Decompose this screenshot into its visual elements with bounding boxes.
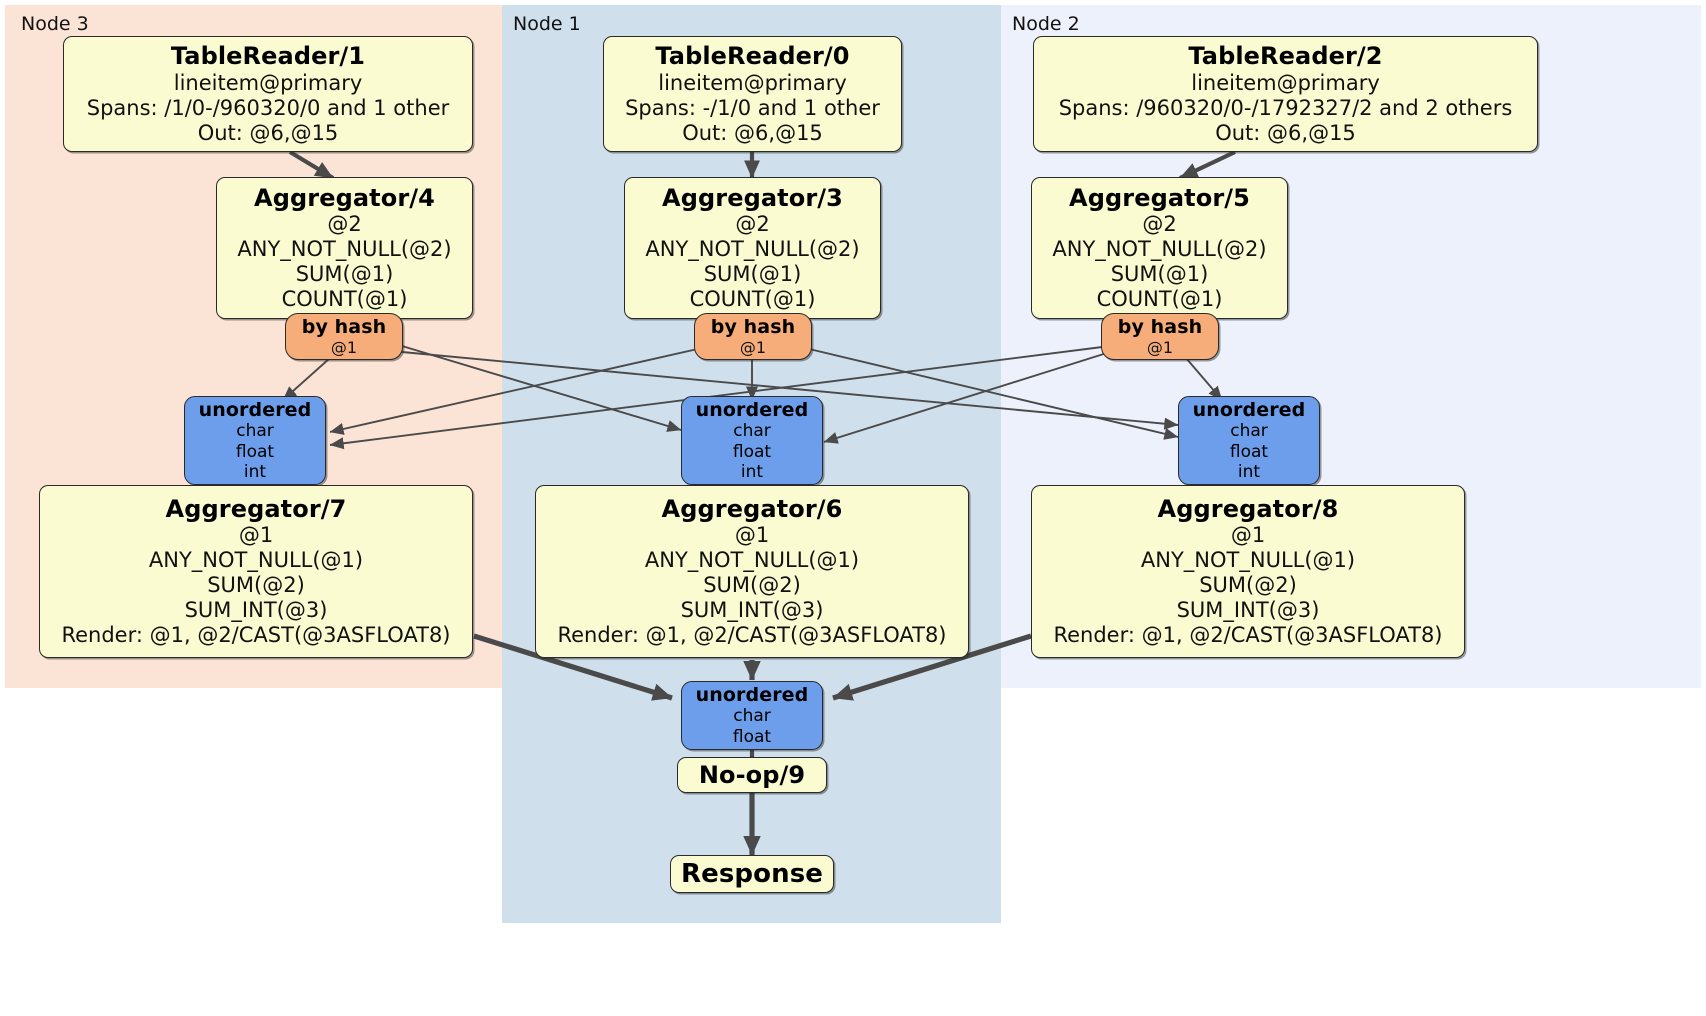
- receiver-line: int: [740, 461, 764, 482]
- box-line: Spans: -/1/0 and 1 other: [625, 95, 880, 120]
- box-line: COUNT(@1): [281, 287, 408, 312]
- receiver-title: unordered: [198, 398, 312, 421]
- router-title: by hash: [301, 315, 387, 338]
- box-line: ANY_NOT_NULL(@1): [148, 548, 364, 573]
- receiver-unordered-center[interactable]: unordered char float int: [681, 396, 823, 485]
- box-line: SUM(@1): [703, 262, 802, 287]
- box-line: Out: @6,@15: [197, 120, 339, 145]
- receiver-title: unordered: [1192, 398, 1306, 421]
- receiver-line: char: [236, 421, 274, 442]
- box-title: Aggregator/4: [254, 183, 435, 212]
- box-tablereader-1[interactable]: TableReader/1 lineitem@primary Spans: /1…: [63, 36, 473, 152]
- box-title: Aggregator/8: [1157, 494, 1339, 523]
- box-line: @2: [1142, 212, 1177, 237]
- receiver-unordered-left[interactable]: unordered char float int: [184, 396, 326, 485]
- box-line: ANY_NOT_NULL(@2): [237, 237, 452, 262]
- box-line: Render: @1, @2/CAST(@3ASFLOAT8): [61, 623, 451, 648]
- router-by-hash-left[interactable]: by hash @1: [285, 313, 403, 360]
- panel-node-2-label: Node 2: [1012, 13, 1080, 35]
- box-aggregator-5[interactable]: Aggregator/5 @2 ANY_NOT_NULL(@2) SUM(@1)…: [1031, 177, 1288, 319]
- router-title: by hash: [710, 315, 796, 338]
- box-line: Out: @6,@15: [682, 120, 823, 145]
- router-line: @1: [330, 338, 358, 358]
- box-line: SUM_INT(@3): [1176, 598, 1320, 623]
- router-title: by hash: [1117, 315, 1203, 338]
- box-title: Response: [680, 858, 824, 889]
- box-title: Aggregator/5: [1069, 183, 1250, 212]
- box-line: @1: [1230, 523, 1266, 548]
- box-line: @2: [735, 212, 770, 237]
- box-line: @1: [734, 523, 770, 548]
- box-line: SUM(@1): [1110, 262, 1209, 287]
- panel-node-3-label: Node 3: [21, 13, 89, 35]
- receiver-line: int: [1237, 461, 1261, 482]
- box-title: TableReader/0: [655, 42, 850, 71]
- box-line: @2: [327, 212, 362, 237]
- panel-node-1-label: Node 1: [513, 13, 581, 35]
- receiver-unordered-right[interactable]: unordered char float int: [1178, 396, 1320, 485]
- box-line: ANY_NOT_NULL(@1): [1140, 548, 1356, 573]
- receiver-line: char: [733, 706, 771, 727]
- receiver-line: float: [732, 726, 772, 747]
- box-line: SUM(@2): [207, 573, 305, 598]
- receiver-line: int: [243, 461, 267, 482]
- box-line: lineitem@primary: [1191, 70, 1380, 95]
- box-line: SUM_INT(@3): [184, 598, 328, 623]
- box-line: Render: @1, @2/CAST(@3ASFLOAT8): [1053, 623, 1443, 648]
- box-line: SUM(@2): [1199, 573, 1297, 598]
- box-aggregator-8[interactable]: Aggregator/8 @1 ANY_NOT_NULL(@1) SUM(@2)…: [1031, 485, 1465, 658]
- router-line: @1: [739, 338, 767, 358]
- receiver-line: char: [733, 421, 771, 442]
- box-line: Spans: /960320/0-/1792327/2 and 2 others: [1058, 95, 1513, 120]
- box-line: ANY_NOT_NULL(@1): [644, 548, 860, 573]
- box-no-op-9[interactable]: No-op/9: [677, 757, 827, 793]
- box-title: TableReader/2: [1188, 42, 1383, 71]
- box-response[interactable]: Response: [670, 855, 834, 893]
- router-by-hash-right[interactable]: by hash @1: [1101, 313, 1219, 360]
- box-title: Aggregator/6: [661, 494, 843, 523]
- receiver-line: float: [732, 441, 772, 462]
- box-line: SUM(@2): [703, 573, 801, 598]
- box-line: @1: [238, 523, 274, 548]
- receiver-unordered-final[interactable]: unordered char float: [681, 681, 823, 750]
- box-line: lineitem@primary: [658, 70, 847, 95]
- box-aggregator-4[interactable]: Aggregator/4 @2 ANY_NOT_NULL(@2) SUM(@1)…: [216, 177, 473, 319]
- box-aggregator-7[interactable]: Aggregator/7 @1 ANY_NOT_NULL(@1) SUM(@2)…: [39, 485, 473, 658]
- box-line: COUNT(@1): [1096, 287, 1223, 312]
- box-line: ANY_NOT_NULL(@2): [645, 237, 860, 262]
- box-line: lineitem@primary: [173, 70, 363, 95]
- box-title: No-op/9: [698, 760, 806, 789]
- box-line: SUM_INT(@3): [680, 598, 824, 623]
- box-title: Aggregator/7: [165, 494, 347, 523]
- box-aggregator-6[interactable]: Aggregator/6 @1 ANY_NOT_NULL(@1) SUM(@2)…: [535, 485, 969, 658]
- receiver-title: unordered: [695, 398, 809, 421]
- receiver-line: float: [235, 441, 275, 462]
- box-line: Render: @1, @2/CAST(@3ASFLOAT8): [557, 623, 947, 648]
- box-line: Spans: /1/0-/960320/0 and 1 other: [86, 95, 450, 120]
- box-tablereader-2[interactable]: TableReader/2 lineitem@primary Spans: /9…: [1033, 36, 1538, 152]
- box-tablereader-0[interactable]: TableReader/0 lineitem@primary Spans: -/…: [603, 36, 902, 152]
- receiver-title: unordered: [695, 684, 809, 707]
- box-title: Aggregator/3: [662, 183, 843, 212]
- box-line: ANY_NOT_NULL(@2): [1052, 237, 1267, 262]
- box-title: TableReader/1: [170, 42, 366, 71]
- router-by-hash-center[interactable]: by hash @1: [694, 313, 812, 360]
- box-line: Out: @6,@15: [1215, 120, 1356, 145]
- box-line: COUNT(@1): [689, 287, 816, 312]
- receiver-line: float: [1229, 441, 1269, 462]
- box-aggregator-3[interactable]: Aggregator/3 @2 ANY_NOT_NULL(@2) SUM(@1)…: [624, 177, 881, 319]
- box-line: SUM(@1): [295, 262, 394, 287]
- receiver-line: char: [1230, 421, 1268, 442]
- router-line: @1: [1146, 338, 1174, 358]
